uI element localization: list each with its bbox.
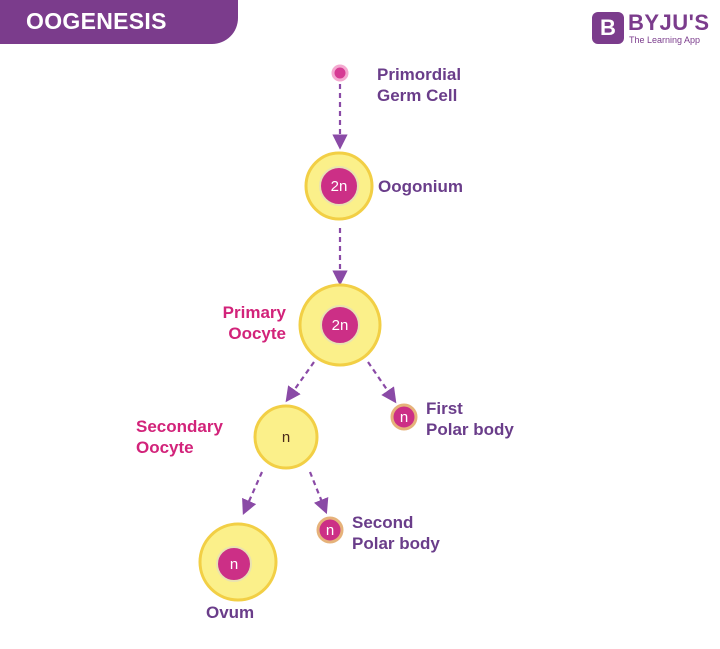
brand-logo: B BYJU'S The Learning App xyxy=(592,10,712,48)
arrow-primary-to-secondary xyxy=(285,361,315,403)
label-first-polar-line1: First xyxy=(426,399,463,418)
secondary-oocyte-ploidy: n xyxy=(282,429,290,446)
arrow-primary-to-first-polar xyxy=(367,361,397,404)
oogonium-nucleus xyxy=(319,166,359,206)
second-polar-body-ploidy: n xyxy=(326,522,334,539)
arrow-secondary-to-second-polar xyxy=(308,471,329,515)
label-second-polar-line2: Polar body xyxy=(352,534,440,553)
label-oogonium: Oogonium xyxy=(378,177,463,196)
label-ovum: Ovum xyxy=(206,603,255,622)
label-first-polar-body: First Polar body xyxy=(426,398,514,440)
label-first-polar-line2: Polar body xyxy=(426,420,514,439)
ovum-ploidy: n xyxy=(230,556,238,573)
primordial-germ-cell xyxy=(331,64,349,82)
second-polar-body-cell: n xyxy=(316,516,344,544)
primary-oocyte-ploidy: 2n xyxy=(332,317,349,334)
label-secondary-oocyte: Secondary Oocyte xyxy=(136,416,223,458)
primary-oocyte-nucleus xyxy=(320,305,360,345)
oogonium-cell: 2n xyxy=(304,151,374,221)
primary-oocyte-cell: 2n xyxy=(298,283,382,367)
oogonium-ploidy: 2n xyxy=(331,178,348,195)
label-primary-oocyte: Primary Oocyte xyxy=(196,302,286,344)
label-primordial-line1: Primordial xyxy=(377,65,462,84)
logo-mark: B xyxy=(592,12,624,44)
label-second-polar-body: Second Polar body xyxy=(352,512,440,554)
title-banner: OOGENESIS xyxy=(0,0,238,44)
secondary-oocyte-cell: n xyxy=(253,404,319,470)
label-secondary-line1: Secondary xyxy=(136,417,223,436)
label-primordial-germ-cell: Primordial Germ Cell xyxy=(377,64,461,106)
ovum-cell: n xyxy=(198,522,278,602)
ovum-nucleus xyxy=(216,546,252,582)
label-primary-line2: Oocyte xyxy=(228,324,286,343)
logo-name: BYJU'S xyxy=(628,10,710,35)
first-polar-body-cell: n xyxy=(390,403,418,431)
first-polar-body-ploidy: n xyxy=(400,409,408,426)
label-second-polar-line1: Second xyxy=(352,513,414,532)
label-primary-line1: Primary xyxy=(222,303,286,322)
label-primordial-line2: Germ Cell xyxy=(377,86,458,105)
arrow-secondary-to-ovum xyxy=(242,471,264,516)
page-title: OOGENESIS xyxy=(26,8,167,34)
logo-tagline: The Learning App xyxy=(629,35,701,45)
label-secondary-line2: Oocyte xyxy=(136,438,194,457)
